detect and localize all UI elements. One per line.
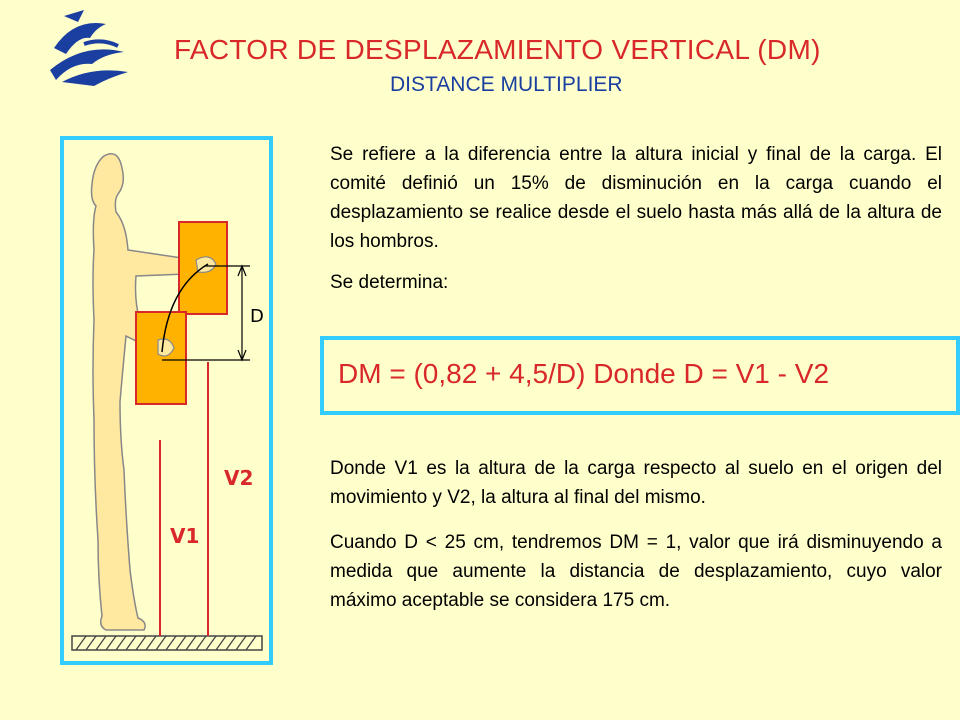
lifting-illustration: D V2 V1: [60, 136, 273, 665]
variables-paragraph: Donde V1 es la altura de la carga respec…: [330, 458, 942, 508]
formula-box: DM = (0,82 + 4,5/D) Donde D = V1 - V2: [320, 336, 960, 415]
institution-logo: [44, 8, 134, 88]
movement-arc: [161, 263, 209, 353]
description-paragraph: Se refiere a la diferencia entre la altu…: [330, 144, 942, 252]
v1-label: V1: [170, 524, 200, 548]
determination-label: Se determina:: [330, 272, 449, 293]
d-label: D: [250, 306, 264, 327]
page-subtitle: DISTANCE MULTIPLIER: [390, 73, 623, 96]
human-figure: [90, 153, 205, 631]
page-title: FACTOR DE DESPLAZAMIENTO VERTICAL (DM): [174, 34, 821, 65]
v2-label: V2: [224, 466, 254, 490]
limits-paragraph: Cuando D < 25 cm, tendremos DM = 1, valo…: [330, 532, 942, 611]
floor: [71, 635, 263, 651]
formula-text: DM = (0,82 + 4,5/D) Donde D = V1 - V2: [338, 358, 830, 389]
load-box-lower: [135, 311, 187, 405]
